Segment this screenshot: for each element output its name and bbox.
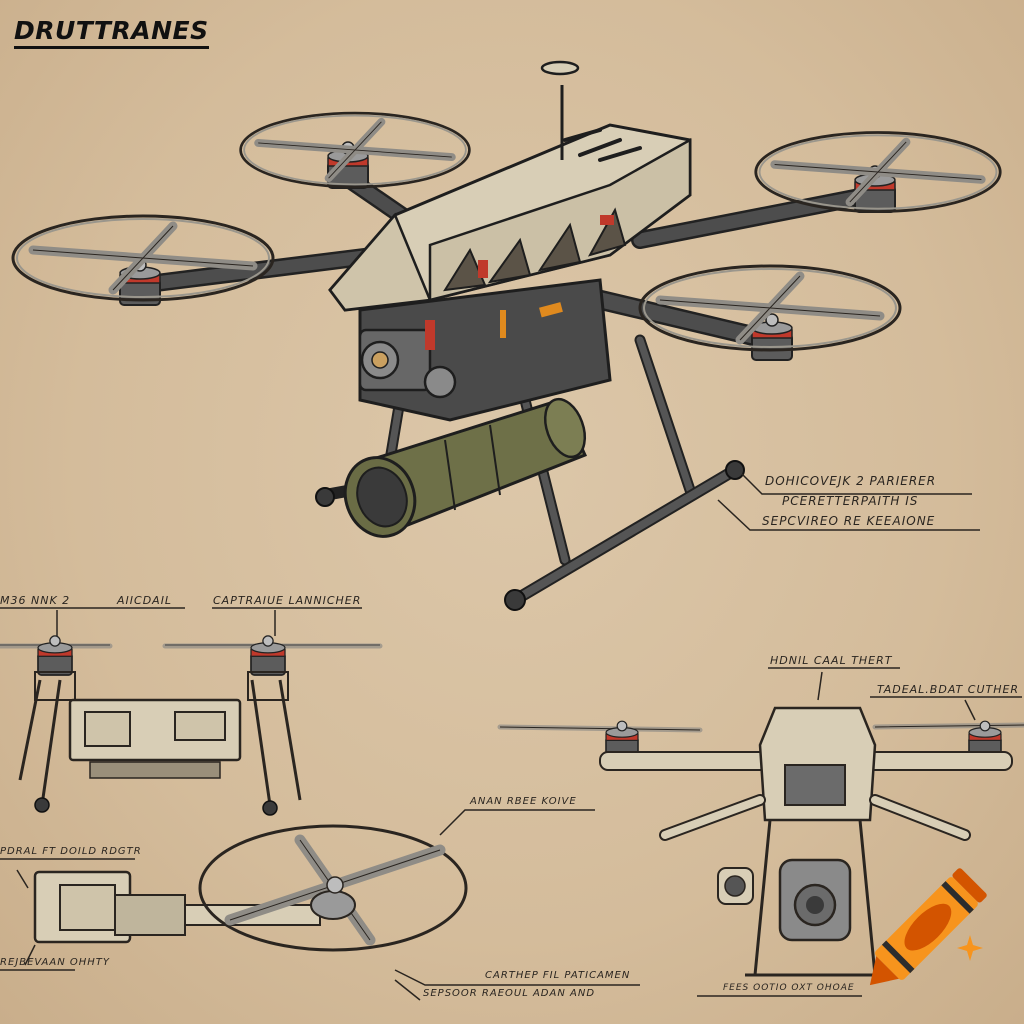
- callout-rear-right: TADEAL.BDAT CUTHER: [877, 683, 1020, 696]
- front-elevation-view: [0, 607, 383, 816]
- callout-motor-bottom: REJBEVAAN OHHTY: [0, 957, 111, 968]
- callout-main-line-3: SEPCVIREO RE KEEAIONE: [762, 514, 936, 528]
- callout-motor-top: PDRAL FT DOILD RDGTR: [0, 846, 142, 857]
- propeller-detail-view: [198, 809, 640, 1001]
- rear-elevation-view: [497, 667, 1024, 997]
- callout-prop: ANAN RBEE KOIVE: [470, 796, 577, 807]
- callout-rear-top: HDNIL CAAL THERT: [770, 654, 893, 667]
- main-callout-leaders: [717, 473, 980, 531]
- crayon-icon: [869, 868, 987, 986]
- callout-front-mid: AIICDAIL: [117, 594, 173, 607]
- callout-front-left: M36 NNK 2: [0, 594, 71, 607]
- callout-main-line-2: PCERETTERPAITH IS: [782, 494, 919, 508]
- isometric-main-view: [13, 60, 1000, 611]
- callout-bottom-2: SEPSOOR RAEOUL ADAN AND: [423, 988, 596, 999]
- drawing-title: DRUTTRANES: [14, 18, 209, 49]
- motor-detail-view: [0, 858, 321, 971]
- callout-bottom-right: FEES OOTIO OXT OHOAE: [723, 983, 855, 993]
- callout-main-line-1: DOHICOVEJK 2 PARIERER: [765, 474, 937, 488]
- sparkle-icon: [957, 935, 983, 961]
- callout-bottom-1: CARTHEP FIL PATICAMEN: [485, 970, 631, 981]
- callout-front-right: CAPTRAIUE LANNICHER: [213, 594, 362, 607]
